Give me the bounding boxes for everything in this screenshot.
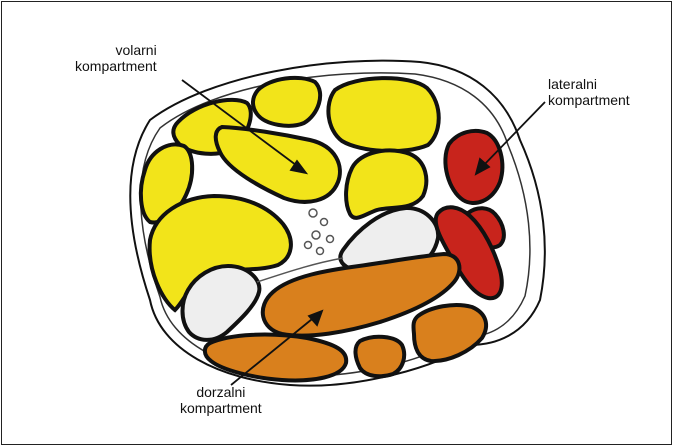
volar-label-line2: kompartment [75,58,157,74]
vessel-circle [309,209,317,217]
lateral-label-line1: lateralni [548,76,630,92]
dorsal-muscle-3 [355,337,404,376]
volar-muscle-2 [253,78,320,126]
vessel-circle [305,242,312,249]
dorsal-muscle-2 [205,335,346,381]
vessel-circle [321,219,328,226]
volar-compartment-label: volarni kompartment [75,42,157,74]
lateral-compartment-label: lateralni kompartment [548,76,630,108]
vessel-circle [327,236,334,243]
volar-muscle-3 [328,78,438,151]
dorsal-compartment-label: dorzalni kompartment [180,384,262,416]
volar-label-line1: volarni [75,42,157,58]
lateral-label-line2: kompartment [548,92,630,108]
vessel-circle [312,231,320,239]
lateral-muscle-1 [445,131,502,203]
dorsal-label-line1: dorzalni [180,384,262,400]
dorsal-muscle-4 [413,305,486,361]
vessel-circle [317,248,324,255]
dorsal-label-line2: kompartment [180,400,262,416]
